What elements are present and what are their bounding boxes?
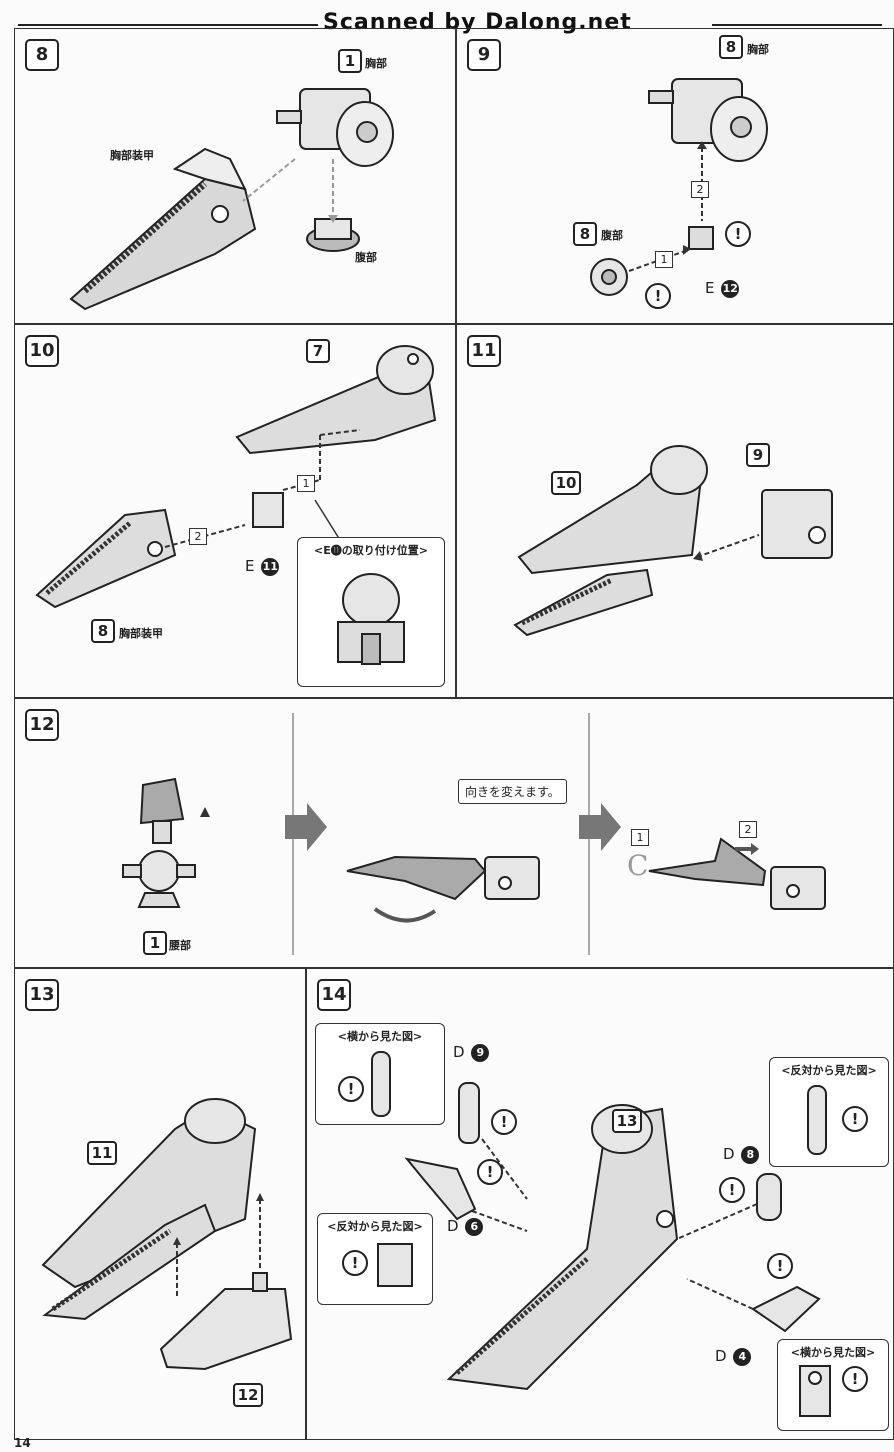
sequence-2: 2 [691, 181, 709, 198]
sequence-1: 1 [297, 475, 315, 492]
inset-drawing [807, 1085, 827, 1155]
part-number: 12 [721, 279, 740, 298]
step-11-illustration [513, 445, 833, 637]
part-letter: E [705, 279, 715, 297]
inset-drawing [337, 573, 405, 665]
part-number: 8 [741, 1145, 760, 1164]
scan-header: Scanned by Dalong.net [0, 4, 894, 38]
inset-title: <E⓫の取り付け位置> [314, 544, 428, 557]
opposite-view-inset: <反対から見た図> ! [317, 1213, 433, 1305]
inset-drawing [377, 1243, 413, 1287]
part-badge: 1 [143, 931, 167, 955]
part-code-d4: D 4 [715, 1347, 752, 1366]
inset-title: <反対から見た図> [781, 1064, 877, 1077]
part-badge: 9 [746, 443, 770, 467]
step-number: 9 [467, 39, 501, 71]
page-number: 14 [14, 1436, 31, 1450]
step-10-panel: 10 7 8 胸部装甲 1 2 E 11 <E⓫の取り付け位置> [14, 324, 456, 698]
step-8-panel: 8 1 胸部 胸部装甲 腹部 [14, 28, 456, 324]
warning-icon: ! [342, 1250, 368, 1276]
part-code-d9: D 9 [453, 1043, 490, 1062]
inset-title: <横から見た図> [790, 1346, 876, 1359]
step-13-panel: 13 11 12 [14, 968, 306, 1440]
abdomen-label: 腹部 [355, 251, 377, 264]
chest-armor-label: 胸部装甲 [119, 627, 163, 640]
side-view-inset: <横から見た図> ! [315, 1023, 445, 1125]
step-number: 8 [25, 39, 59, 71]
chest-armor-label: 胸部装甲 [110, 149, 154, 162]
step-number: 14 [317, 979, 351, 1011]
step-10-illustration [35, 345, 437, 609]
waist-label: 腰部 [169, 939, 191, 952]
inset-title: <反対から見た図> [327, 1220, 423, 1233]
step-number: 12 [25, 709, 59, 741]
e11-position-inset: <E⓫の取り付け位置> [297, 537, 445, 687]
sequence-2: 2 [189, 528, 207, 545]
part-badge: 1 [338, 49, 362, 73]
sequence-2: 2 [739, 821, 757, 838]
part-badge: 12 [233, 1383, 263, 1407]
header-rule-left [18, 24, 318, 26]
inset-drawing [799, 1365, 831, 1417]
scan-credit: Scanned by Dalong.net [323, 10, 632, 35]
part-code-e11: E 11 [245, 557, 280, 576]
warning-icon: ! [645, 283, 671, 309]
step-13-illustration [41, 1098, 293, 1371]
warning-icon: ! [719, 1177, 745, 1203]
chest-label: 胸部 [747, 43, 769, 56]
part-badge: 11 [87, 1141, 117, 1165]
part-code-d8: D 8 [723, 1145, 760, 1164]
step-number: 11 [467, 335, 501, 367]
warning-icon: ! [338, 1076, 364, 1102]
part-letter: D [447, 1217, 459, 1235]
part-badge: 8 [573, 222, 597, 246]
side-view-inset-2: <横から見た図> ! [777, 1339, 889, 1431]
inset-drawing [371, 1051, 391, 1117]
part-badge: 13 [612, 1109, 642, 1133]
inset-title: <横から見た図> [337, 1030, 423, 1043]
part-code-d6: D 6 [447, 1217, 484, 1236]
step-9-illustration [590, 78, 768, 296]
step-12-panel: 12 C 1 腰部 向 [14, 698, 894, 968]
part-badge: 8 [719, 35, 743, 59]
chest-label: 胸部 [365, 57, 387, 70]
step-9-panel: 9 8 胸部 8 腹部 1 2 ! ! E 12 [456, 28, 894, 324]
part-badge: 7 [306, 339, 330, 363]
part-letter: D [723, 1145, 735, 1163]
sequence-1: 1 [631, 829, 649, 846]
opposite-view-inset-2: <反対から見た図> ! [769, 1057, 889, 1167]
svg-text:C: C [627, 849, 648, 882]
warning-icon: ! [767, 1253, 793, 1279]
warning-icon: ! [477, 1159, 503, 1185]
warning-icon: ! [842, 1106, 868, 1132]
part-code-e12: E 12 [705, 279, 740, 298]
header-rule-right [712, 24, 882, 26]
part-badge: 8 [91, 619, 115, 643]
warning-icon: ! [491, 1109, 517, 1135]
step-number: 10 [25, 335, 59, 367]
step-14-panel: 14 13 <横から見た図> ! [306, 968, 894, 1440]
step-8-illustration [69, 88, 394, 311]
warning-icon: ! [842, 1366, 868, 1392]
part-number: 11 [261, 557, 280, 576]
part-number: 9 [471, 1043, 490, 1062]
step-12-illustration: C [122, 713, 826, 955]
callout-change-orientation: 向きを変えます。 [458, 779, 567, 804]
part-letter: D [715, 1347, 727, 1365]
part-letter: D [453, 1043, 465, 1061]
part-number: 6 [465, 1217, 484, 1236]
part-number: 4 [733, 1347, 752, 1366]
part-letter: E [245, 557, 255, 575]
sequence-1: 1 [655, 251, 673, 268]
step-number: 13 [25, 979, 59, 1011]
abdomen-label: 腹部 [601, 229, 623, 242]
part-badge: 10 [551, 471, 581, 495]
step-11-panel: 11 10 9 [456, 324, 894, 698]
warning-icon: ! [725, 221, 751, 247]
